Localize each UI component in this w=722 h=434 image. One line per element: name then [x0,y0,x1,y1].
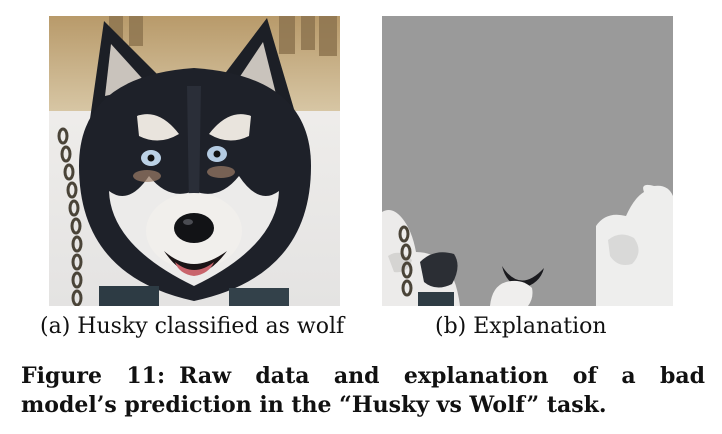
chain [57,127,83,306]
figure-label: Figure 11: [21,363,166,389]
subcaption-a: (a) Husky classified as wolf [40,314,345,339]
caption-line-1: Figure 11: Raw data and explanation of a … [21,362,705,391]
husky-photo [49,16,340,306]
visible-harness [418,292,454,306]
harness [99,286,289,306]
explanation-mask [382,16,673,306]
husky-head [79,18,311,301]
caption-text-1: Raw data and explanation of a bad [179,363,705,389]
caption-line-2: model’s prediction in the “Husky vs Wolf… [21,392,607,418]
subcaption-b: (b) Explanation [435,314,607,339]
visible-fur [420,252,458,288]
visible-chain [398,225,413,297]
visible-chin [490,280,533,306]
figure-caption: Figure 11: Raw data and explanation of a … [21,362,705,420]
